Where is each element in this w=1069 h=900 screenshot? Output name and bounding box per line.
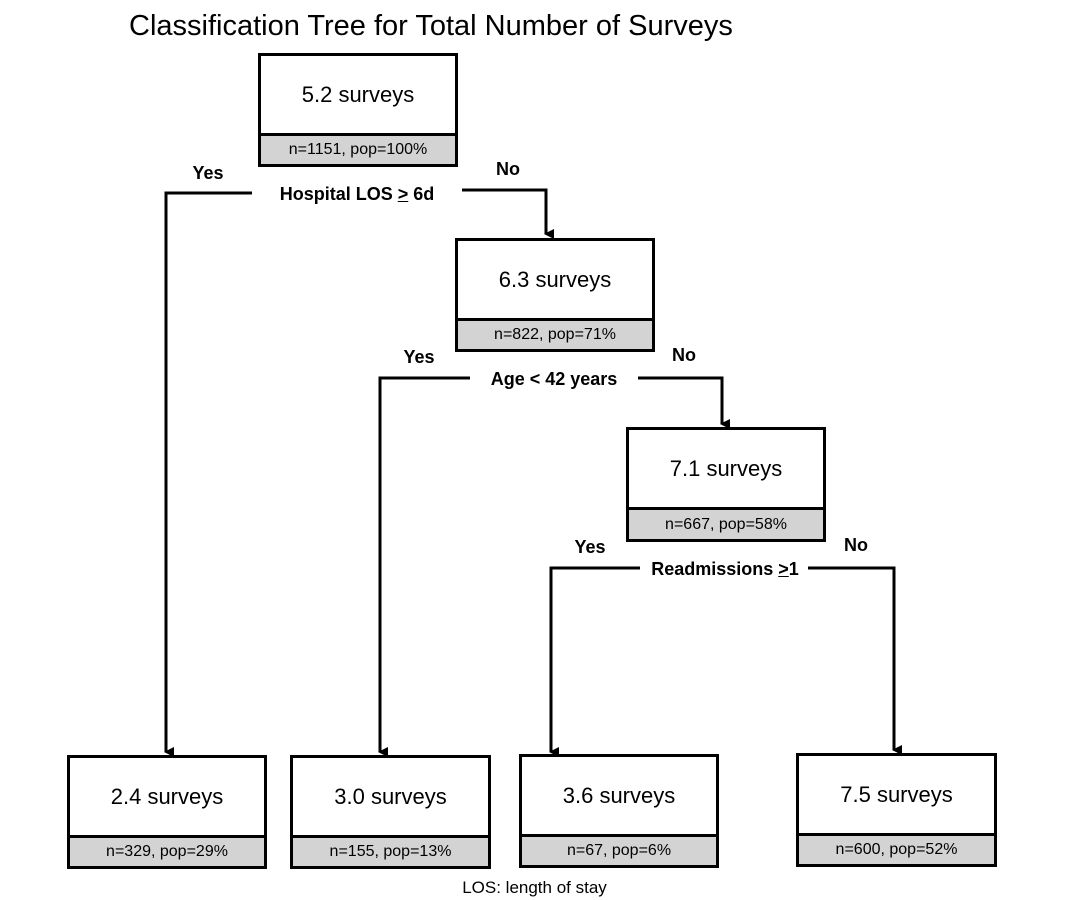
diagram-title: Classification Tree for Total Number of …	[129, 10, 733, 42]
node-stats: n=667, pop=58%	[629, 510, 823, 539]
yes-label-s3: Yes	[574, 537, 606, 557]
no-label-s2: No	[672, 345, 696, 365]
split-label-age: Age < 42 years	[486, 369, 622, 389]
yes-label-s2: Yes	[403, 347, 435, 367]
node-value: 7.5 surveys	[799, 756, 994, 836]
split-label-pre: Readmissions	[651, 559, 779, 579]
edge-s1-yes	[164, 191, 252, 757]
split-label-post: 1	[788, 559, 799, 579]
gte-symbol: >	[778, 559, 789, 579]
node-value: 5.2 surveys	[261, 56, 455, 136]
split-label-pre: Hospital LOS	[279, 184, 398, 204]
split-label-readmissions: Readmissions >1	[647, 559, 803, 579]
node-root: 5.2 surveys n=1151, pop=100%	[258, 53, 458, 167]
node-n3: 7.1 surveys n=667, pop=58%	[626, 427, 826, 542]
node-n2: 6.3 surveys n=822, pop=71%	[455, 238, 655, 352]
node-value: 3.6 surveys	[522, 757, 716, 837]
node-leaf1: 2.4 surveys n=329, pop=29%	[67, 755, 267, 869]
node-value: 7.1 surveys	[629, 430, 823, 510]
node-value: 2.4 surveys	[70, 758, 264, 838]
node-stats: n=822, pop=71%	[458, 321, 652, 349]
split-label-hospital-los: Hospital LOS > 6d	[275, 184, 439, 204]
node-value: 6.3 surveys	[458, 241, 652, 321]
yes-label-s1: Yes	[192, 163, 224, 183]
edge-s3-yes	[549, 566, 640, 757]
no-label-s1: No	[496, 159, 520, 179]
edge-s3-no	[808, 566, 902, 755]
split-label-post: 6d	[408, 184, 435, 204]
gte-symbol: >	[397, 184, 409, 204]
edge-s2-no	[638, 376, 730, 429]
node-leaf3: 3.6 surveys n=67, pop=6%	[519, 754, 719, 868]
footnote: LOS: length of stay	[462, 878, 607, 897]
node-leaf2: 3.0 surveys n=155, pop=13%	[290, 755, 491, 869]
edge-s2-yes	[378, 376, 470, 757]
node-value: 3.0 surveys	[293, 758, 488, 838]
node-stats: n=67, pop=6%	[522, 837, 716, 865]
edge-s1-no	[462, 188, 554, 239]
no-label-s3: No	[844, 535, 868, 555]
node-stats: n=1151, pop=100%	[261, 136, 455, 164]
node-stats: n=600, pop=52%	[799, 836, 994, 864]
node-leaf4: 7.5 surveys n=600, pop=52%	[796, 753, 997, 867]
node-stats: n=155, pop=13%	[293, 838, 488, 866]
node-stats: n=329, pop=29%	[70, 838, 264, 866]
